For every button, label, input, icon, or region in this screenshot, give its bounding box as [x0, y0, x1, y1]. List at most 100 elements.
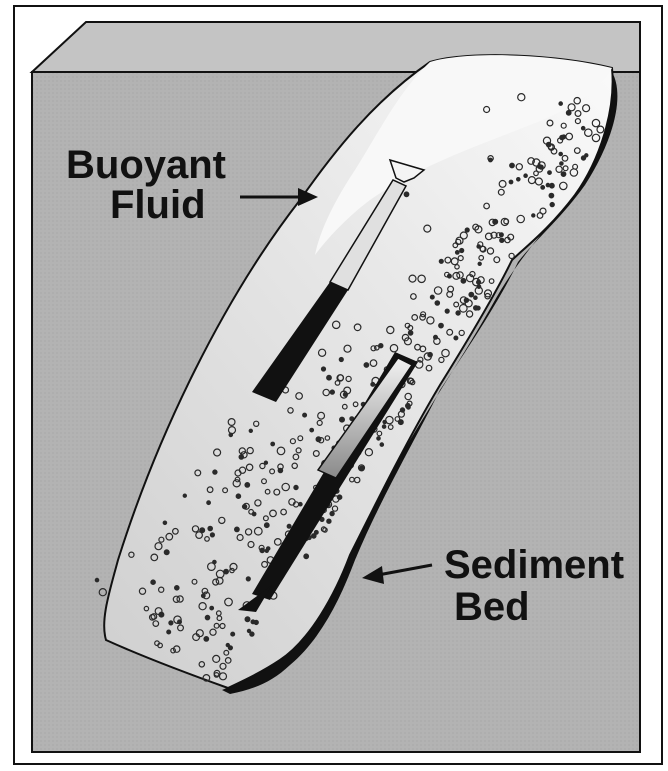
sediment-particle [517, 178, 520, 181]
sediment-particle [465, 228, 469, 232]
sediment-particle [454, 336, 458, 340]
sediment-particle [327, 375, 332, 380]
sediment-particle [247, 629, 250, 632]
sediment-particle [254, 620, 258, 624]
sediment-particle [207, 501, 211, 505]
sediment-particle [364, 363, 369, 368]
sediment-particle [287, 524, 291, 528]
sediment-particle [371, 383, 375, 387]
sediment-particle [213, 560, 216, 563]
sediment-particle [407, 406, 411, 410]
sediment-particle [461, 279, 466, 284]
sediment-particle [430, 295, 434, 299]
sediment-particle [267, 547, 270, 550]
sediment-particle [456, 311, 460, 315]
sediment-particle [167, 630, 171, 634]
sediment-particle [509, 180, 513, 184]
sediment-particle [235, 527, 240, 532]
sediment-particle [500, 238, 504, 242]
buoyant-fluid-label-line2: Fluid [110, 183, 206, 227]
sediment-particle [541, 186, 545, 190]
sediment-particle [204, 637, 209, 642]
sediment-particle [303, 413, 307, 417]
sediment-particle [559, 102, 562, 105]
sediment-particle [439, 259, 443, 263]
sediment-particle [464, 298, 468, 302]
sediment-particle [246, 577, 250, 581]
sediment-bed-label-line2: Bed [454, 585, 530, 629]
sediment-particle [250, 632, 254, 636]
sediment-particle [265, 523, 270, 528]
sediment-particle [439, 323, 444, 328]
sediment-particle [163, 521, 166, 524]
sediment-particle [159, 612, 164, 617]
sediment-particle [408, 331, 412, 335]
buoyant-fluid-label-line1: Buoyant [66, 143, 226, 187]
sediment-particle [404, 192, 409, 197]
sediment-particle [581, 156, 585, 160]
sediment-particle [474, 306, 478, 310]
sediment-particle [550, 203, 554, 207]
sediment-particle [327, 519, 331, 523]
sediment-particle [175, 586, 179, 590]
sediment-particle [460, 249, 464, 253]
sediment-particle [260, 548, 264, 552]
sediment-particle [95, 578, 98, 581]
sediment-particle [532, 214, 535, 217]
sediment-particle [310, 428, 314, 432]
sediment-particle [398, 420, 403, 425]
sediment-particle [210, 606, 214, 610]
sediment-particle [164, 550, 169, 555]
sediment-particle [208, 526, 212, 530]
sediment-particle [299, 503, 302, 506]
sediment-bed-label-line1: Sediment [444, 543, 624, 587]
sediment-particle [435, 301, 439, 305]
sediment-particle [456, 251, 460, 255]
sediment-particle [339, 358, 343, 362]
sediment-particle [445, 309, 449, 313]
sediment-particle [434, 335, 438, 339]
sediment-particle [224, 569, 229, 574]
sediment-particle [226, 644, 229, 647]
sediment-particle [236, 494, 240, 498]
sediment-particle [294, 485, 298, 489]
sediment-particle [210, 533, 214, 537]
sediment-particle [582, 127, 585, 130]
sediment-particle [561, 172, 566, 177]
sediment-particle [477, 245, 480, 248]
sediment-particle [183, 494, 186, 497]
sediment-particle [500, 233, 504, 237]
sediment-particle [560, 162, 563, 165]
sediment-particle [229, 433, 232, 436]
sediment-particle [213, 470, 217, 474]
sediment-particle [549, 193, 554, 198]
sediment-particle [478, 262, 481, 265]
sediment-particle [382, 425, 385, 428]
sediment-particle [252, 512, 256, 516]
sediment-particle [377, 437, 380, 440]
sediment-particle [245, 617, 250, 622]
sediment-particle [304, 554, 309, 559]
sediment-particle [169, 621, 173, 625]
sediment-particle [380, 443, 383, 446]
sediment-particle [560, 135, 564, 139]
sediment-particle [510, 163, 515, 168]
sediment-particle [559, 152, 562, 155]
sediment-particle [524, 174, 527, 177]
sediment-particle [314, 531, 318, 535]
sediment-particle [316, 437, 321, 442]
sediment-particle [205, 615, 209, 619]
sediment-particle [245, 483, 250, 488]
sediment-particle [231, 632, 235, 636]
sediment-particle [340, 417, 345, 422]
sediment-particle [151, 580, 155, 584]
sediment-particle [548, 171, 552, 175]
sediment-particle [278, 468, 282, 472]
sediment-particle [550, 183, 555, 188]
sediment-particle [249, 429, 252, 432]
sediment-particle [474, 296, 477, 299]
sediment-particle [330, 390, 334, 394]
sediment-particle [330, 511, 334, 515]
sediment-particle [343, 393, 347, 397]
